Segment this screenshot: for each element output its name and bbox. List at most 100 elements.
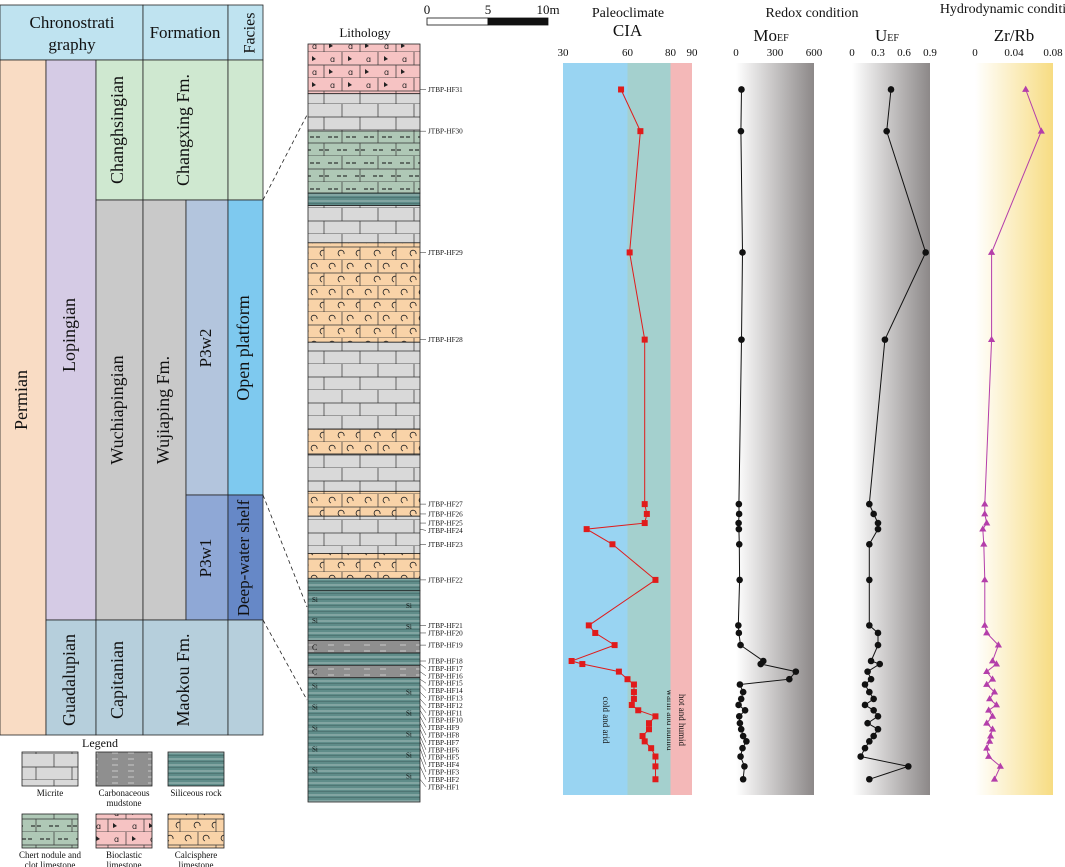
data-point [739, 688, 747, 696]
data-point [735, 701, 742, 709]
data-point [988, 657, 997, 664]
data-point [652, 753, 659, 760]
siliceous-mark: Si [312, 746, 318, 754]
data-point [861, 744, 869, 752]
header-formation: Formation [150, 23, 221, 42]
data-point [988, 675, 997, 682]
sample-label: JTBP-HF31 [428, 86, 463, 94]
data-point [861, 701, 869, 709]
sample-label: JTBP-HF16 [428, 672, 463, 680]
x-tick-label: 60 [622, 47, 634, 59]
data-point [736, 576, 743, 584]
data-point [870, 695, 877, 703]
data-point [864, 719, 871, 727]
data-point [735, 500, 743, 508]
siliceous-mark: Si [312, 596, 318, 604]
sample-leader-line [419, 756, 427, 773]
data-point [735, 713, 743, 720]
sample-label: JTBP-HF11 [428, 709, 463, 717]
sample-label: JTBP-HF21 [428, 622, 463, 630]
series-lopingian-label: Lopingian [59, 298, 79, 372]
x-tick-label: 80 [665, 47, 677, 59]
data-point [866, 738, 873, 745]
sample-label: JTBP-HF5 [428, 754, 460, 762]
sample-label: JTBP-HF30 [428, 128, 463, 136]
x-tick-label: 90 [687, 47, 699, 59]
siliceous-mark: Si [312, 617, 318, 625]
data-point [641, 738, 648, 745]
climate-zone [670, 63, 692, 795]
data-point [983, 667, 991, 675]
data-point [981, 500, 989, 507]
data-point [737, 641, 744, 649]
data-point [867, 675, 875, 683]
carbonaceous-mark: C [312, 643, 317, 652]
x-tick-label: 0.6 [897, 47, 911, 59]
data-point [579, 661, 586, 668]
data-point [992, 660, 1001, 667]
legend-swatch-carbonaceous [95, 751, 153, 787]
data-point [739, 744, 746, 752]
sample-leader-line [419, 678, 427, 684]
data-point [592, 629, 599, 636]
sample-label: JTBP-HF22 [428, 576, 463, 584]
data-point [988, 712, 997, 719]
scale-label-5: 5 [485, 2, 492, 17]
sample-leader-line [419, 716, 427, 728]
litho-unit-calcisphere [307, 553, 421, 579]
scale-label-10m: 10m [536, 2, 559, 17]
chart-title-sub: EF [777, 33, 789, 44]
facies-deep-water-shelf-label: Deep-water shelf [234, 499, 253, 616]
data-point [988, 725, 997, 732]
sample-label: JTBP-HF9 [428, 724, 460, 732]
data-point [883, 127, 890, 135]
data-point [615, 668, 622, 675]
facies-deep-water-shelf-cell [227, 494, 264, 621]
data-point [979, 525, 987, 532]
stage-capitanian-label: Capitanian [107, 641, 127, 719]
data-point [983, 719, 991, 726]
data-point [568, 658, 575, 665]
chart-group-titles: Paleoclimate Redox condition Hydrodynami… [592, 2, 1065, 21]
header-chrono-line1: Chronostrati [30, 13, 115, 32]
data-point [857, 753, 864, 760]
data-point [861, 681, 869, 688]
litho-unit-bioclastic [307, 43, 421, 95]
litho-unit-siliceous [307, 652, 421, 666]
data-point [992, 701, 1001, 708]
data-point [874, 629, 882, 637]
litho-unit-carbonaceous [307, 664, 421, 679]
data-point [983, 744, 991, 751]
carbonaceous-mark: C [312, 668, 317, 677]
sample-leader-line [419, 723, 427, 736]
legend-label: Bioclastic [106, 850, 142, 860]
data-point [735, 622, 742, 629]
data-point [866, 622, 873, 629]
data-point [628, 701, 635, 708]
hydrodynamic-group-title: Hydrodynamic condition [940, 2, 1065, 17]
zone-label: warm and humid [665, 690, 675, 751]
data-point [757, 660, 764, 668]
chart-title: MoEF [753, 26, 789, 45]
facies-bottom-cell [227, 619, 264, 736]
data-point [738, 86, 745, 93]
x-tick-label: 0 [733, 47, 739, 59]
data-point [737, 127, 745, 135]
data-point [630, 689, 637, 696]
legend-title: Legend [82, 736, 118, 750]
x-tick-label: 300 [767, 47, 784, 59]
system-permian-cell [0, 59, 47, 736]
chart-title: Zr/Rb [994, 26, 1035, 45]
chart-title-main: U [875, 26, 887, 45]
data-point [736, 719, 744, 727]
data-point [870, 706, 877, 714]
legend-label: Siliceous rock [170, 788, 222, 798]
litho-unit-calcisphere [307, 242, 421, 343]
legend-label: limestone [179, 860, 214, 867]
data-point [870, 510, 877, 518]
data-point [609, 541, 616, 548]
legend-label: Calcisphere [175, 850, 217, 860]
